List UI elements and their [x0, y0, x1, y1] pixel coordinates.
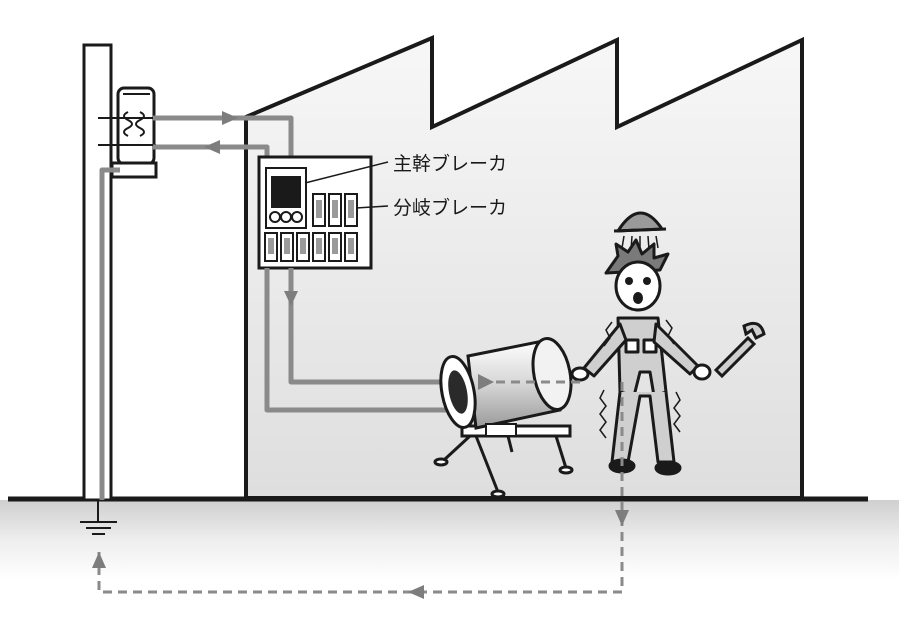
ground — [0, 500, 899, 580]
leakage-current-path — [97, 380, 624, 594]
branch-breaker-leader — [355, 205, 389, 209]
worker — [570, 211, 712, 476]
arrow-to-building — [222, 111, 238, 125]
branch-breakers-upper — [312, 193, 358, 227]
main-breaker-leader — [304, 161, 389, 184]
arrow-down-panel — [284, 291, 298, 306]
arrow-back-to-transformer — [204, 140, 220, 154]
arrow-leak-left — [408, 585, 424, 599]
main-breaker — [265, 167, 307, 229]
utility-pole — [82, 43, 113, 502]
arrow-leak-up — [92, 552, 106, 568]
arrow-into-motor — [478, 374, 494, 390]
supply-wiring — [99, 115, 294, 500]
main-breaker-label: 主幹ブレーカ — [393, 152, 507, 175]
shock-effect-lines — [599, 319, 681, 439]
branch-breaker-label: 分岐ブレーカ — [393, 196, 507, 219]
pole-transformer — [98, 86, 158, 179]
distribution-panel — [257, 155, 373, 270]
arrow-leak-down — [615, 510, 629, 526]
motor — [433, 336, 574, 499]
wrench — [713, 321, 766, 379]
earth-ground-symbol — [80, 500, 117, 535]
